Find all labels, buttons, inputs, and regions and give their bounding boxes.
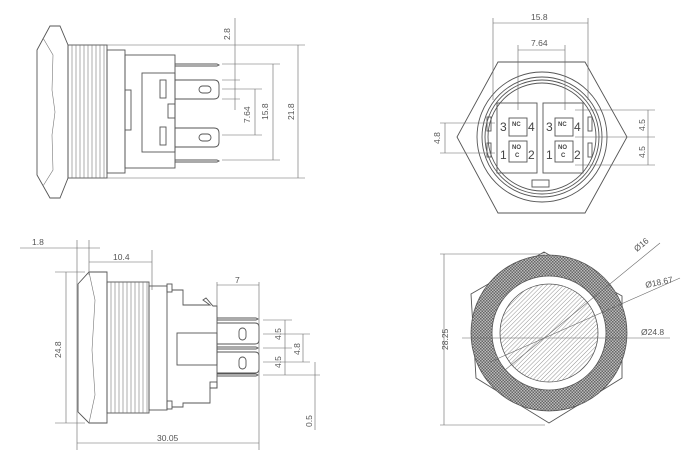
collar	[106, 49, 126, 174]
contact-label: C	[561, 153, 566, 159]
dim-15.8: 15.8	[260, 103, 270, 120]
contact-label: C	[515, 153, 520, 159]
contact-label: NO	[512, 145, 521, 151]
contact-label: NC	[512, 122, 521, 128]
thread	[67, 44, 108, 179]
pin-label: 3	[546, 120, 553, 134]
terminals	[175, 63, 221, 163]
dim-4.5: 4.5	[637, 119, 647, 131]
dim-7.64: 7.64	[531, 38, 548, 48]
bezel	[36, 25, 69, 199]
terminals	[217, 317, 260, 377]
button-face	[499, 283, 599, 383]
pin-label: 2	[574, 148, 581, 162]
pin-label: 1	[546, 148, 553, 162]
contact-label: NC	[558, 122, 567, 128]
dim-1.8: 1.8	[32, 237, 44, 247]
dim-10.4: 10.4	[113, 252, 130, 262]
dim-4.5: 4.5	[637, 146, 647, 158]
pin-label: 3	[500, 120, 507, 134]
side-view-top: 2.8 7.64 15.8 21.8	[36, 18, 305, 199]
dim-28.25: 28.25	[440, 328, 450, 350]
hex-nut	[470, 251, 623, 424]
dim-dia-24.8: Ø24.8	[641, 327, 664, 337]
dim-15.8: 15.8	[531, 12, 548, 22]
dim-7: 7	[235, 275, 240, 285]
contact-label: NO	[558, 145, 567, 151]
dim-4.8: 4.8	[432, 132, 442, 144]
body	[124, 54, 176, 169]
terminal-block	[141, 72, 176, 153]
dim-4.5: 4.5	[273, 328, 283, 340]
bezel	[77, 271, 108, 424]
dim-30.05: 30.05	[157, 433, 179, 443]
dim-4.5: 4.5	[273, 356, 283, 368]
dim-7.64: 7.64	[242, 106, 252, 123]
dim-0.5: 0.5	[304, 415, 314, 427]
pin-label: 4	[574, 120, 581, 134]
pin-label: 4	[528, 120, 535, 134]
dim-21.8: 21.8	[286, 103, 296, 120]
dim-dia-16: Ø16	[632, 235, 651, 253]
front-view: 28.25 Ø16 Ø18.67 Ø24.8	[440, 235, 681, 426]
dim-dia-18.67: Ø18.67	[644, 274, 674, 290]
body	[172, 289, 218, 408]
dimensions: 1.8 10.4 24.8 7 4.5 4.8 4.5 0.5 30.05	[20, 237, 320, 450]
side-view-bottom: 1.8 10.4 24.8 7 4.5 4.8 4.5 0.5 30.05	[20, 237, 320, 450]
collar	[148, 285, 168, 411]
dim-24.8: 24.8	[53, 341, 63, 358]
hex-nut	[456, 61, 628, 214]
rear-view: 3 4 1 2 3 4 1 2 NC NO C NC NO C 15.8 7.6…	[432, 12, 655, 214]
thread	[106, 281, 150, 414]
bezel-chamfer	[42, 37, 56, 187]
dim-2.8: 2.8	[222, 28, 232, 40]
dimensions: 2.8 7.64 15.8 21.8	[107, 18, 305, 179]
pin-label: 1	[500, 148, 507, 162]
dimensions: 15.8 7.64 4.8 4.5 4.5	[432, 12, 655, 166]
dim-4.8: 4.8	[292, 343, 302, 355]
pin-label: 2	[528, 148, 535, 162]
